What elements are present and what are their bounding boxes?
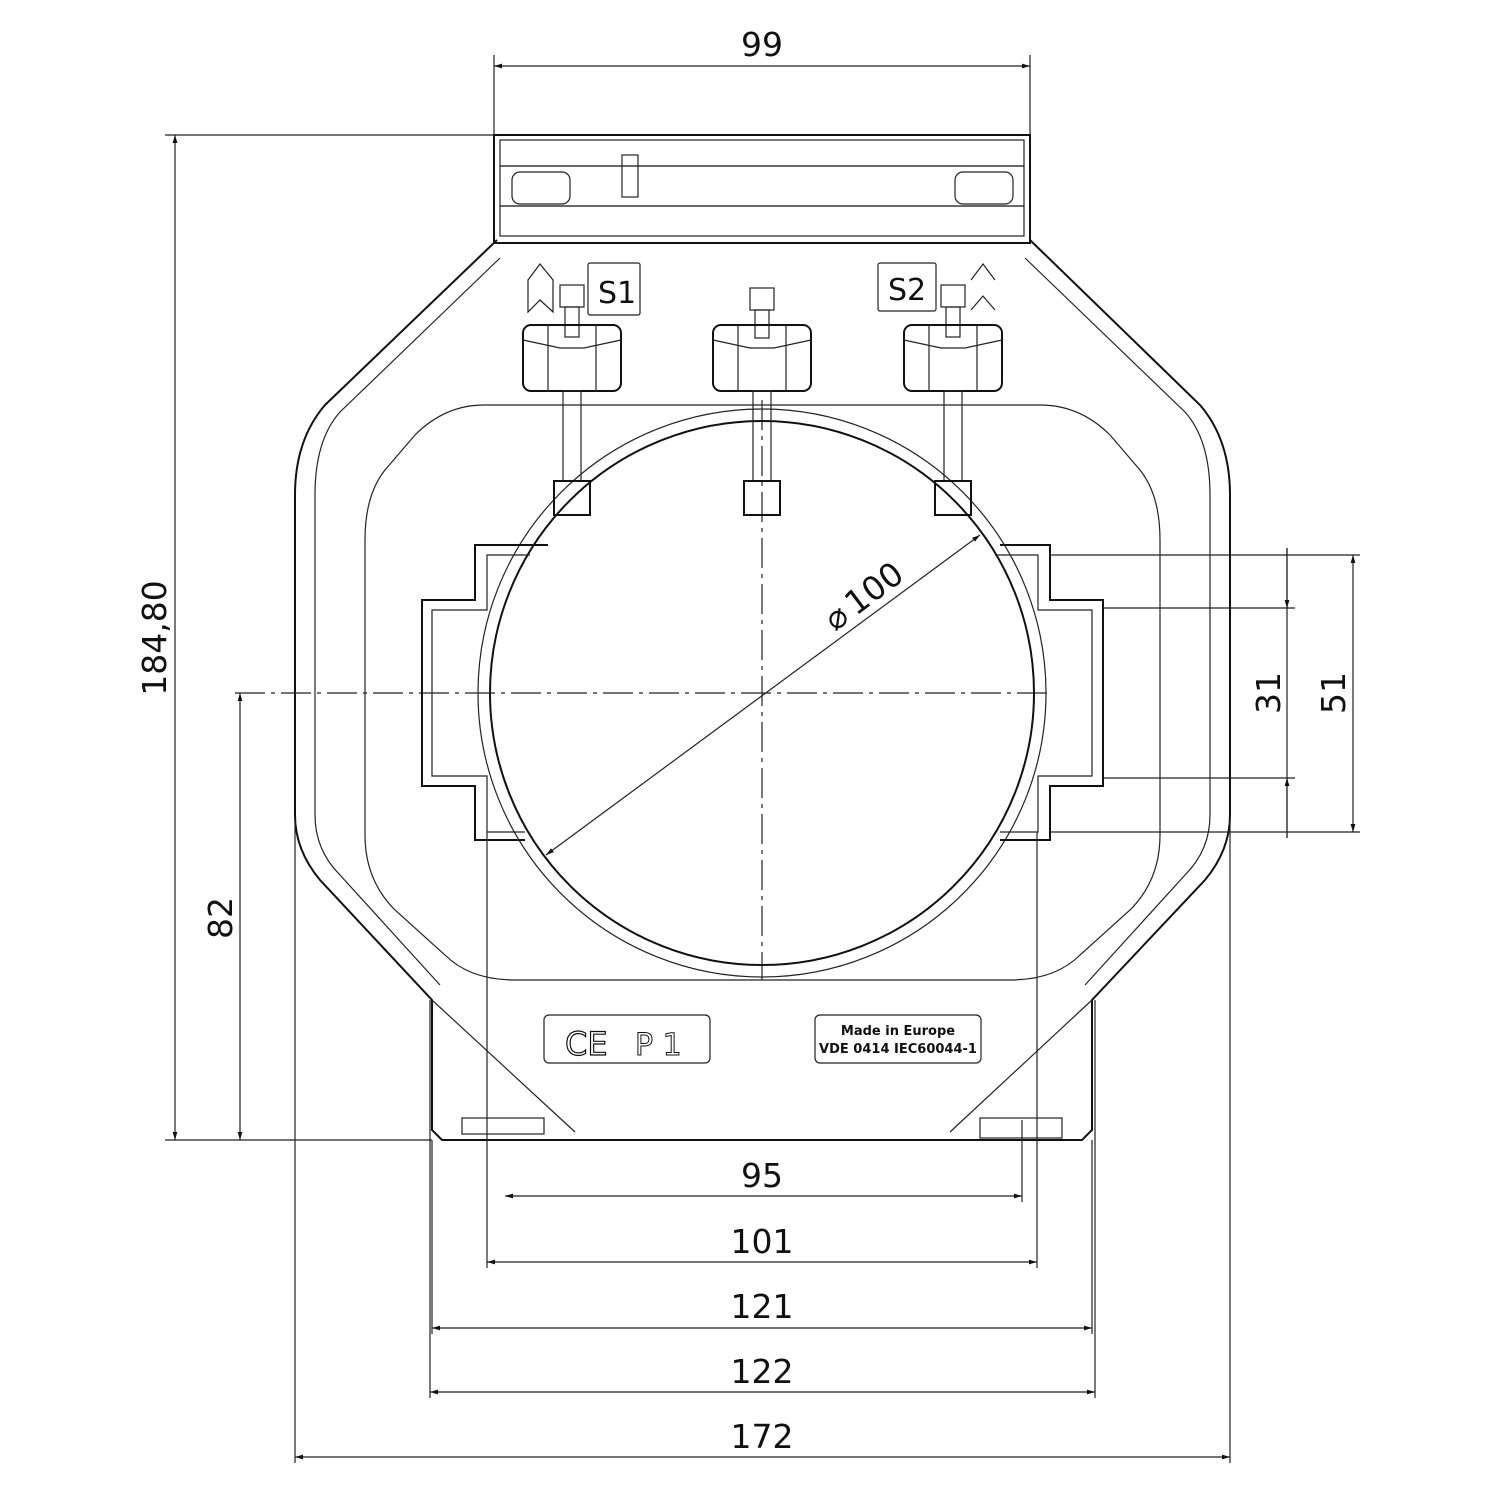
terminal-cover — [493, 134, 1031, 244]
dim-82-label: 82 — [201, 897, 240, 939]
dim-121-label: 121 — [731, 1287, 794, 1326]
dim-51 — [1050, 554, 1360, 833]
p1-mark: P 1 — [635, 1028, 682, 1063]
terminal-screw-s1 — [522, 284, 622, 516]
direction-arrow-s2 — [970, 263, 996, 311]
dim-184-80-label: 184,80 — [135, 580, 174, 695]
dim-95 — [505, 1120, 1023, 1202]
s1-label-box — [587, 262, 641, 316]
dim-99 — [493, 55, 1031, 135]
dim-95-label: 95 — [741, 1156, 783, 1195]
direction-arrow-s1 — [527, 263, 554, 314]
dim-diameter-label: 100 — [837, 554, 911, 623]
dim-101-label: 101 — [731, 1222, 794, 1261]
terminal-screw-middle — [712, 287, 812, 516]
dim-121 — [431, 1140, 1093, 1334]
dim-101 — [486, 832, 1038, 1268]
ce-mark: CE — [565, 1025, 608, 1063]
dim-172 — [294, 820, 1231, 1463]
standard-label: VDE 0414 IEC60044-1 — [819, 1042, 977, 1057]
dim-31-label: 31 — [1249, 672, 1288, 714]
ce-plate — [543, 1014, 711, 1064]
dim-51-label: 51 — [1314, 672, 1353, 714]
dim-122 — [429, 1000, 1096, 1398]
s2-label-box — [877, 262, 937, 312]
made-in-label: Made in Europe — [841, 1024, 955, 1039]
dim-diameter-100 — [545, 534, 981, 856]
s2-label: S2 — [888, 273, 926, 308]
terminal-screw-s2 — [903, 284, 1003, 516]
dim-31 — [1103, 548, 1295, 838]
s1-label: S1 — [598, 276, 636, 311]
dim-99-label: 99 — [741, 25, 783, 64]
origin-plate — [814, 1014, 982, 1064]
dim-172-label: 172 — [731, 1417, 794, 1456]
transformer-body — [294, 239, 1231, 1141]
dim-184-80 — [165, 134, 494, 1141]
dim-122-label: 122 — [731, 1352, 794, 1391]
